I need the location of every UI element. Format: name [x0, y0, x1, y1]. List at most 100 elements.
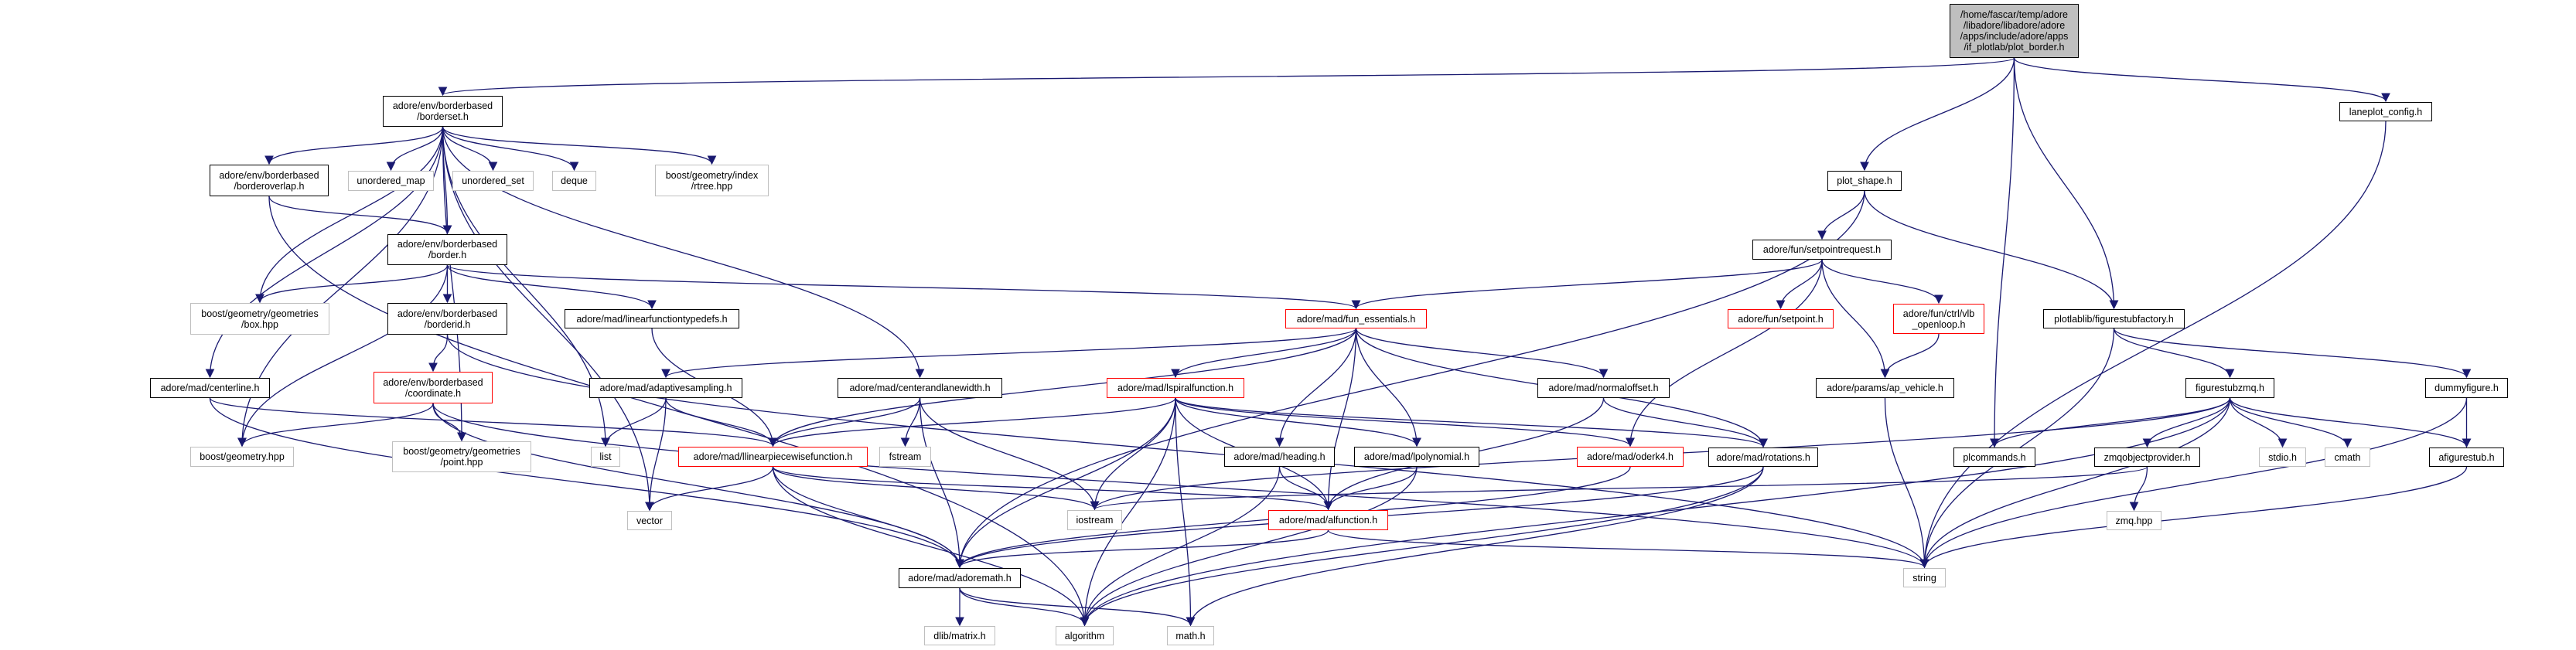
node-fun_essentials[interactable]: adore/mad/fun_essentials.h — [1285, 309, 1427, 328]
node-geometryhpp[interactable]: boost/geometry.hpp — [190, 447, 294, 467]
edge-laneplot_config-to-string — [1919, 121, 2387, 569]
node-string[interactable]: string — [1903, 568, 1946, 587]
edge-zmqobjectprovider-to-zmqhpp — [2129, 466, 2148, 512]
node-boxhpp[interactable]: boost/geometry/geometries/box.hpp — [190, 303, 329, 335]
node-label-line: dlib/matrix.h — [933, 630, 986, 641]
edge-figurestubzmq-to-afigurestub — [2229, 397, 2472, 448]
node-label-line: adore/mad/lpolynomial.h — [1363, 451, 1470, 462]
node-afigurestub[interactable]: afigurestub.h — [2429, 448, 2504, 467]
edge-plot_shape-to-figurestubfactory — [1864, 190, 2119, 310]
node-borderoverlap[interactable]: adore/env/borderbased/borderoverlap.h — [210, 165, 329, 196]
edge-border-to-linearfunctiontypedefs — [446, 264, 657, 310]
node-list[interactable]: list — [591, 447, 620, 467]
edge-fun_essentials-to-heading — [1274, 328, 1357, 448]
node-oderk4[interactable]: adore/mad/oderk4.h — [1577, 447, 1684, 467]
node-centerline[interactable]: adore/mad/centerline.h — [150, 378, 270, 398]
node-adoremath[interactable]: adore/mad/adoremath.h — [899, 568, 1021, 588]
edge-centerandlanewidth-to-linearpiecewisefunction — [768, 397, 921, 448]
node-label-line: /borderid.h — [424, 318, 471, 330]
node-label-line: math.h — [1175, 630, 1206, 641]
edge-borderset-to-centerline — [205, 126, 444, 379]
edge-fun_essentials-to-lspiralfunction — [1171, 328, 1357, 379]
edge-centerandlanewidth-to-iostream — [919, 397, 1100, 511]
node-label-line: /borderoverlap.h — [234, 180, 305, 192]
node-dlibmatrix[interactable]: dlib/matrix.h — [924, 626, 995, 645]
node-unordered_map[interactable]: unordered_map — [348, 171, 434, 191]
node-pointhpp[interactable]: boost/geometry/geometries/point.hpp — [392, 441, 531, 472]
edge-ap_vehicle-to-string — [1884, 397, 1929, 569]
node-borderid[interactable]: adore/env/borderbased/borderid.h — [387, 303, 507, 335]
edge-linearpiecewisefunction-to-vector — [645, 466, 774, 512]
node-normaloffset[interactable]: adore/mad/normaloffset.h — [1537, 378, 1670, 398]
node-vlb_openloop[interactable]: adore/fun/ctrl/vlb_openloop.h — [1893, 304, 1984, 334]
node-label-line: _openloop.h — [1912, 318, 1966, 330]
node-lpolynomial[interactable]: adore/mad/lpolynomial.h — [1354, 447, 1479, 467]
node-plcommands[interactable]: plcommands.h — [1953, 448, 2035, 467]
node-unordered_set[interactable]: unordered_set — [452, 171, 534, 191]
node-label-line: /if_plotlab/plot_border.h — [1964, 42, 2065, 53]
edge-linearpiecewisefunction-to-algorithm — [772, 466, 1090, 627]
node-adaptivesampling[interactable]: adore/mad/adaptivesampling.h — [589, 378, 742, 398]
node-label-line: adore/mad/lspiralfunction.h — [1117, 383, 1234, 393]
edge-borderid-to-coordinate — [428, 334, 449, 373]
edge-root-to-figurestubfactory — [2013, 57, 2119, 310]
node-fstream[interactable]: fstream — [879, 447, 931, 467]
node-label-line: adore/env/borderbased — [383, 376, 483, 388]
edge-fun_essentials-to-linearpiecewisefunction — [768, 328, 1357, 448]
edge-figurestubzmq-to-algorithm — [1080, 397, 2231, 627]
node-rotations[interactable]: adore/mad/rotations.h — [1708, 448, 1818, 467]
node-plot_shape[interactable]: plot_shape.h — [1827, 171, 1902, 191]
edge-lspiralfunction-to-oderk4 — [1175, 397, 1635, 448]
edge-normaloffset-to-rotations — [1602, 397, 1768, 448]
node-zmqhpp[interactable]: zmq.hpp — [2107, 511, 2161, 530]
node-linearfunctiontypedefs[interactable]: adore/mad/linearfunctiontypedefs.h — [565, 309, 739, 328]
node-borderset[interactable]: adore/env/borderbased/borderset.h — [383, 96, 503, 127]
edge-linearpiecewisefunction-to-iostream — [772, 466, 1100, 511]
node-root[interactable]: /home/fascar/temp/adore/libadore/libador… — [1950, 4, 2079, 58]
node-label-line: algorithm — [1064, 630, 1105, 641]
node-label-line: cmath — [2334, 451, 2361, 463]
edge-centerandlanewidth-to-adoremath — [919, 397, 964, 569]
node-deque[interactable]: deque — [552, 171, 596, 191]
edge-fun_essentials-to-lpolynomial — [1355, 328, 1421, 448]
edge-figurestubzmq-to-string — [1919, 397, 2231, 569]
node-label-line: adore/mad/oderk4.h — [1587, 451, 1674, 462]
node-cmath[interactable]: cmath — [2325, 448, 2370, 467]
node-dummyfigure[interactable]: dummyfigure.h — [2425, 378, 2508, 398]
node-figurestubzmq[interactable]: figurestubzmq.h — [2185, 378, 2274, 398]
edge-figurestubzmq-to-cmath — [2229, 397, 2353, 448]
edge-heading-to-alfunction — [1278, 466, 1333, 511]
edge-rotations-to-algorithm — [1080, 466, 1764, 627]
node-ap_vehicle[interactable]: adore/params/ap_vehicle.h — [1816, 378, 1954, 398]
node-vector[interactable]: vector — [627, 511, 672, 530]
node-rtree[interactable]: boost/geometry/index/rtree.hpp — [655, 165, 769, 196]
node-linearpiecewisefunction[interactable]: adore/mad/llinearpiecewisefunction.h — [678, 447, 868, 467]
node-label-line: adore/mad/fun_essentials.h — [1296, 313, 1416, 325]
node-stdioh[interactable]: stdio.h — [2259, 448, 2306, 467]
node-centerandlanewidth[interactable]: adore/mad/centerandlanewidth.h — [838, 378, 1002, 398]
node-setpointrequest[interactable]: adore/fun/setpointrequest.h — [1752, 240, 1892, 260]
edge-root-to-laneplot_config — [2013, 57, 2390, 103]
node-laneplot_config[interactable]: laneplot_config.h — [2339, 102, 2432, 121]
edge-linearpiecewisefunction-to-adoremath — [772, 466, 964, 569]
node-coordinate[interactable]: adore/env/borderbased/coordinate.h — [374, 372, 493, 403]
node-figurestubfactory[interactable]: plotlablib/figurestubfactory.h — [2043, 309, 2185, 328]
node-mathh[interactable]: math.h — [1167, 626, 1214, 645]
edge-coordinate-to-string — [432, 403, 1929, 569]
node-label-line: adore/fun/setpoint.h — [1738, 313, 1824, 325]
node-label-line: afigurestub.h — [2438, 451, 2495, 463]
node-label-line: plcommands.h — [1963, 451, 2026, 463]
node-label-line: iostream — [1076, 515, 1114, 526]
node-border[interactable]: adore/env/borderbased/border.h — [387, 234, 507, 265]
node-label-line: adore/env/borderbased — [392, 100, 493, 111]
node-label-line: adore/mad/centerandlanewidth.h — [849, 383, 991, 393]
node-zmqobjectprovider[interactable]: zmqobjectprovider.h — [2094, 448, 2200, 467]
node-alfunction[interactable]: adore/mad/alfunction.h — [1268, 510, 1388, 530]
node-iostream[interactable]: iostream — [1067, 510, 1122, 530]
node-algorithm[interactable]: algorithm — [1056, 626, 1114, 645]
node-lspiralfunction[interactable]: adore/mad/lspiralfunction.h — [1107, 378, 1244, 398]
node-label-line: adore/mad/adoremath.h — [908, 573, 1012, 584]
node-heading[interactable]: adore/mad/heading.h — [1224, 447, 1335, 467]
node-setpoint[interactable]: adore/fun/setpoint.h — [1728, 309, 1834, 328]
